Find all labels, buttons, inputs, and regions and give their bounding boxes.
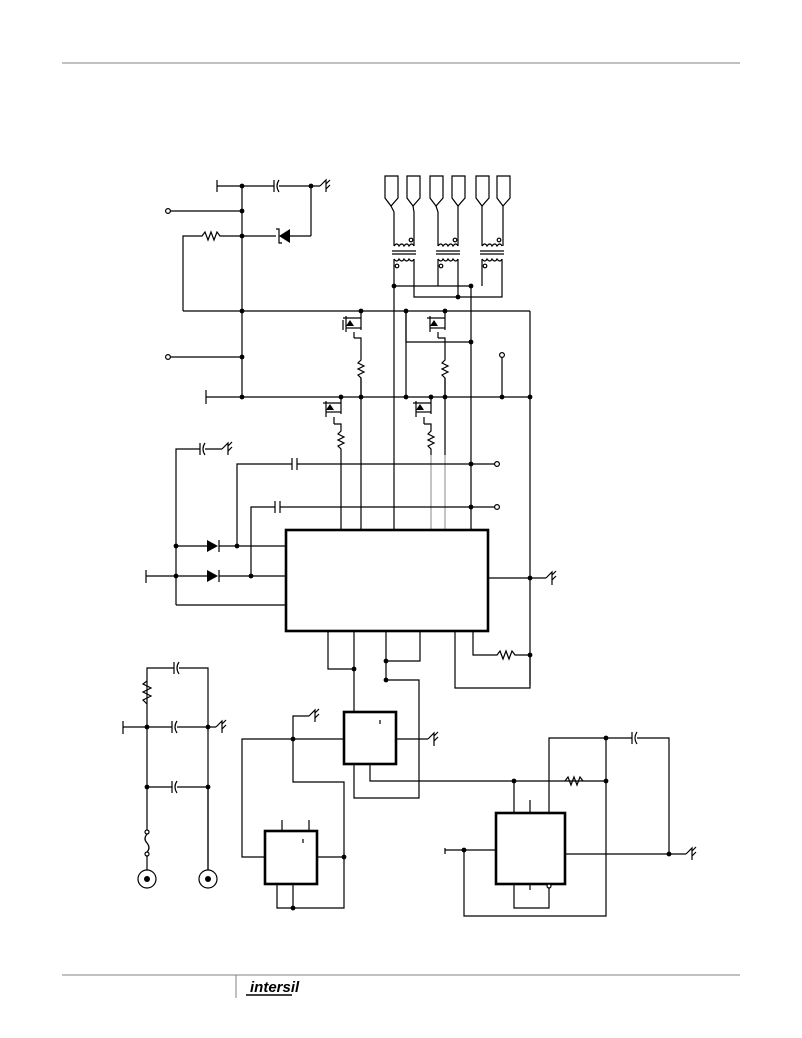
regulator-ic	[494, 811, 567, 886]
optocoupler-ic	[342, 710, 398, 766]
top-input-section	[165, 178, 530, 404]
mosfet-q1	[342, 308, 366, 397]
controller-bottom-wiring	[327, 631, 421, 799]
reference-wiring	[276, 820, 347, 911]
ac-input-section	[122, 661, 227, 889]
mosfet-q2	[403, 308, 474, 397]
mosfet-q3	[323, 394, 346, 530]
regulator-wiring	[444, 731, 697, 917]
fuse	[144, 833, 150, 853]
optocoupler-wiring	[241, 708, 606, 858]
reference-ic	[263, 829, 319, 886]
controller-ic	[284, 528, 490, 633]
intersil-logo: intersil	[250, 979, 300, 996]
diode-d2	[207, 570, 218, 582]
bootstrap-section	[145, 441, 501, 606]
transformer-outputs	[384, 175, 511, 530]
controller-right-side	[454, 570, 557, 689]
zener-diode	[279, 229, 290, 243]
diode-d1	[207, 540, 218, 552]
mosfet-q4	[358, 311, 533, 685]
